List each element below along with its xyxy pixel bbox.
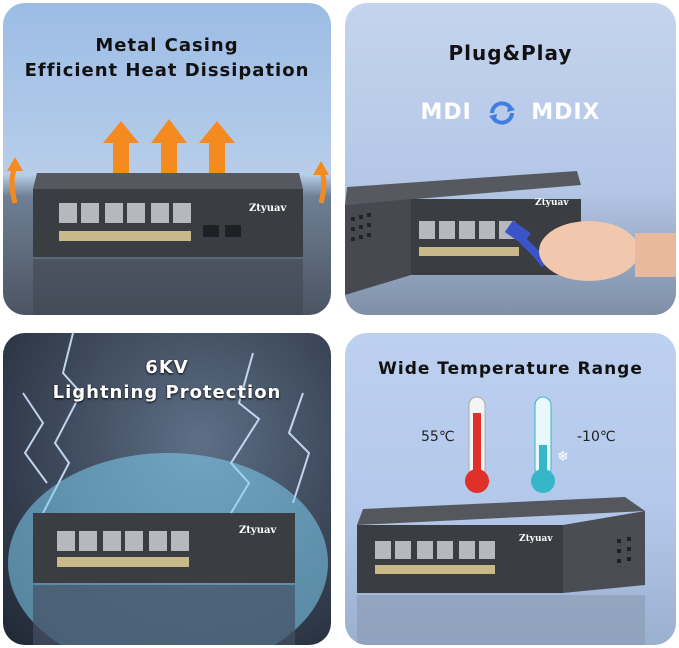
mdi-text: MDI: [420, 100, 472, 125]
lightning-protection-panel: Ztyuav 6KV Lightning Protection: [3, 333, 331, 645]
heat-arrow-icon: [7, 157, 23, 171]
heat-arrow-icon: [151, 119, 187, 175]
lightning-illustration: Ztyuav: [8, 333, 328, 645]
heat-title-line2: Efficient Heat Dissipation: [24, 60, 310, 81]
heat-arrow-icon: [199, 121, 235, 175]
heat-arrow-icon: [313, 161, 329, 175]
lightning-title-line2: Lightning Protection: [52, 382, 282, 403]
temperature-title: Wide Temperature Range: [378, 359, 643, 379]
snowflake-icon: ❄: [557, 449, 569, 465]
heat-arrow-icon: [103, 121, 139, 175]
cold-thermometer-icon: ❄: [531, 396, 569, 493]
mdix-text: MDIX: [531, 100, 601, 125]
brand-logo-text: Ztyuav: [519, 534, 553, 544]
lightning-panel-title: 6KV Lightning Protection: [3, 355, 331, 405]
heat-switch-illustration: Ztyuav: [7, 119, 329, 315]
brand-logo-text: Ztyuav: [249, 203, 287, 214]
heat-arrows: [7, 119, 329, 204]
lightning-title-line1: 6KV: [145, 357, 189, 378]
sync-icon: [488, 101, 515, 125]
temperature-range-panel: Wide Temperature Range ❄ Zty: [345, 333, 676, 645]
mdi-mdix-label: MDI MDIX: [345, 100, 676, 125]
max-temperature-label: 55℃: [421, 429, 455, 445]
hand-icon: [539, 221, 639, 281]
plug-play-title: Plug&Play: [448, 41, 573, 65]
temperature-illustration: ❄ Ztyuav: [357, 396, 645, 645]
brand-logo-text: Ztyuav: [535, 198, 569, 208]
min-temperature-label: -10℃: [577, 429, 616, 445]
heat-title-line1: Metal Casing: [95, 35, 239, 56]
ethernet-cable-plug: [504, 220, 531, 245]
brand-logo-text: Ztyuav: [239, 525, 277, 536]
plug-and-play-panel: Plug&Play MDI MDIX Ztyuav: [345, 3, 676, 315]
plug-switch-illustration: Ztyuav: [345, 171, 676, 295]
hot-thermometer-icon: [465, 396, 489, 493]
heat-dissipation-panel: Metal Casing Efficient Heat Dissipation …: [3, 3, 331, 315]
heat-panel-title: Metal Casing Efficient Heat Dissipation: [3, 33, 331, 83]
